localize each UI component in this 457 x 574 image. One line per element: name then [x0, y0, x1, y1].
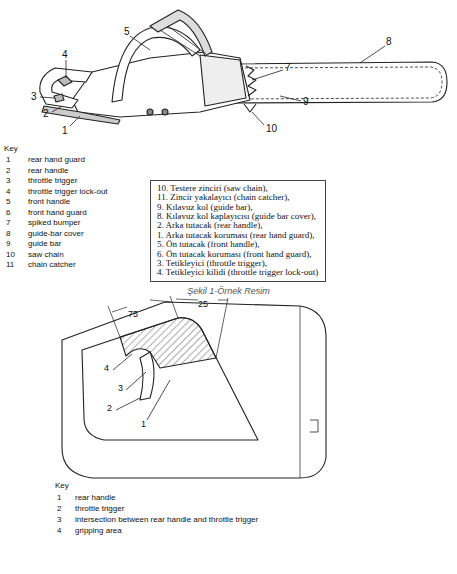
- key-text: 4: [6, 188, 10, 197]
- key-text: 4: [57, 527, 61, 536]
- translation-line: 1. Arka tutacak koruması (rear hand guar…: [157, 231, 319, 240]
- key-text: 2: [57, 505, 61, 514]
- key-text: 6: [6, 209, 10, 218]
- saw-chain: [230, 67, 442, 99]
- front-handle: [112, 27, 200, 102]
- callout-number: 5: [124, 26, 130, 37]
- key-text: chain catcher: [28, 261, 76, 270]
- key-text: 3: [6, 177, 10, 186]
- translation-line: 11. Zincir yakalayıcı (chain catcher),: [157, 193, 319, 202]
- callout-number: 4: [62, 49, 68, 60]
- key-text: Key: [4, 145, 18, 154]
- translation-line: 6. Ön tutacak koruması (front hand guard…: [157, 250, 319, 259]
- throttle-trigger: [54, 94, 64, 102]
- key-text: saw chain: [28, 251, 64, 260]
- chainsaw-drawing: [40, 10, 447, 124]
- guide-bar-cover: [200, 55, 246, 106]
- callout-number: 1: [62, 125, 68, 136]
- key-text: 2: [6, 167, 10, 176]
- key-text: intersection between rear handle and thr…: [75, 516, 258, 525]
- front-hand-guard: [150, 10, 212, 56]
- key-text: spiked bumper: [28, 219, 80, 228]
- translation-line: 2. Arka tutacak (rear handle),: [157, 221, 319, 230]
- guide-bar: [225, 62, 447, 103]
- key-text: guide bar: [28, 240, 61, 249]
- translation-line: 10. Testere zinciri (saw chain),: [157, 184, 319, 193]
- spiked-bumper: [246, 66, 256, 96]
- callout-number: 8: [386, 36, 392, 47]
- chain-catcher: [244, 104, 256, 112]
- key-text: gripping area: [75, 527, 122, 536]
- key-text: 1: [57, 494, 61, 503]
- figure-caption: Şekil 1-Örnek Resim: [0, 286, 457, 296]
- dimension-lines: [108, 296, 228, 358]
- gripping-area: [120, 318, 216, 368]
- key-text: guide-bar cover: [28, 230, 84, 239]
- key-text: front hand guard: [28, 209, 87, 218]
- translation-line: 9. Kılavuz kol (guide bar),: [157, 203, 319, 212]
- leader-lines: [113, 354, 170, 420]
- key-text: 9: [6, 240, 10, 249]
- key-text: rear handle: [75, 494, 115, 503]
- key-text: 1: [6, 156, 10, 165]
- engine-body: [72, 52, 250, 117]
- key-text: 5: [6, 198, 10, 207]
- key-text: 7: [6, 219, 10, 228]
- key-text: front handle: [28, 198, 70, 207]
- key-text: throttle trigger: [75, 505, 124, 514]
- callout-number: 1: [141, 420, 146, 430]
- rear-handle-drawing: [62, 302, 326, 478]
- key-text: rear handle: [28, 167, 68, 176]
- translation-line: 4. Tetikleyici kilidi (throttle trigger …: [157, 268, 319, 277]
- callout-number: 2: [107, 404, 112, 414]
- translation-line: 8. Kılavuz kol kaplayıcısı (guide bar co…: [157, 212, 319, 221]
- dimension-label: 25: [198, 300, 208, 310]
- key-text: 10: [6, 251, 15, 260]
- callout-number: 3: [31, 91, 37, 102]
- key-text: throttle trigger: [28, 177, 77, 186]
- key-text: throttle trigger lock-out: [28, 188, 108, 197]
- key-text: 8: [6, 230, 10, 239]
- callout-number: 9: [303, 96, 309, 107]
- translation-line: 3. Tetikleyici (throttle trigger),: [157, 259, 319, 268]
- translation-line: 5. Ön tutacak (front handle),: [157, 240, 319, 249]
- throttle-trigger-lock-out: [58, 76, 72, 86]
- callout-number: 10: [266, 123, 277, 134]
- callout-number: 3: [118, 384, 123, 394]
- callout-number: 2: [43, 108, 49, 119]
- leader-lines: [40, 36, 385, 126]
- rear-hand-guard: [42, 106, 120, 124]
- callout-number: 7: [285, 62, 291, 73]
- key-text: 3: [57, 516, 61, 525]
- key-text: rear hand guard: [28, 156, 85, 165]
- callout-number: 4: [104, 364, 109, 374]
- key-text: 11: [6, 261, 14, 270]
- key-text: Key: [55, 482, 69, 491]
- dimension-label: 75: [128, 310, 138, 320]
- translation-box: 10. Testere zinciri (saw chain),11. Zinc…: [150, 180, 326, 282]
